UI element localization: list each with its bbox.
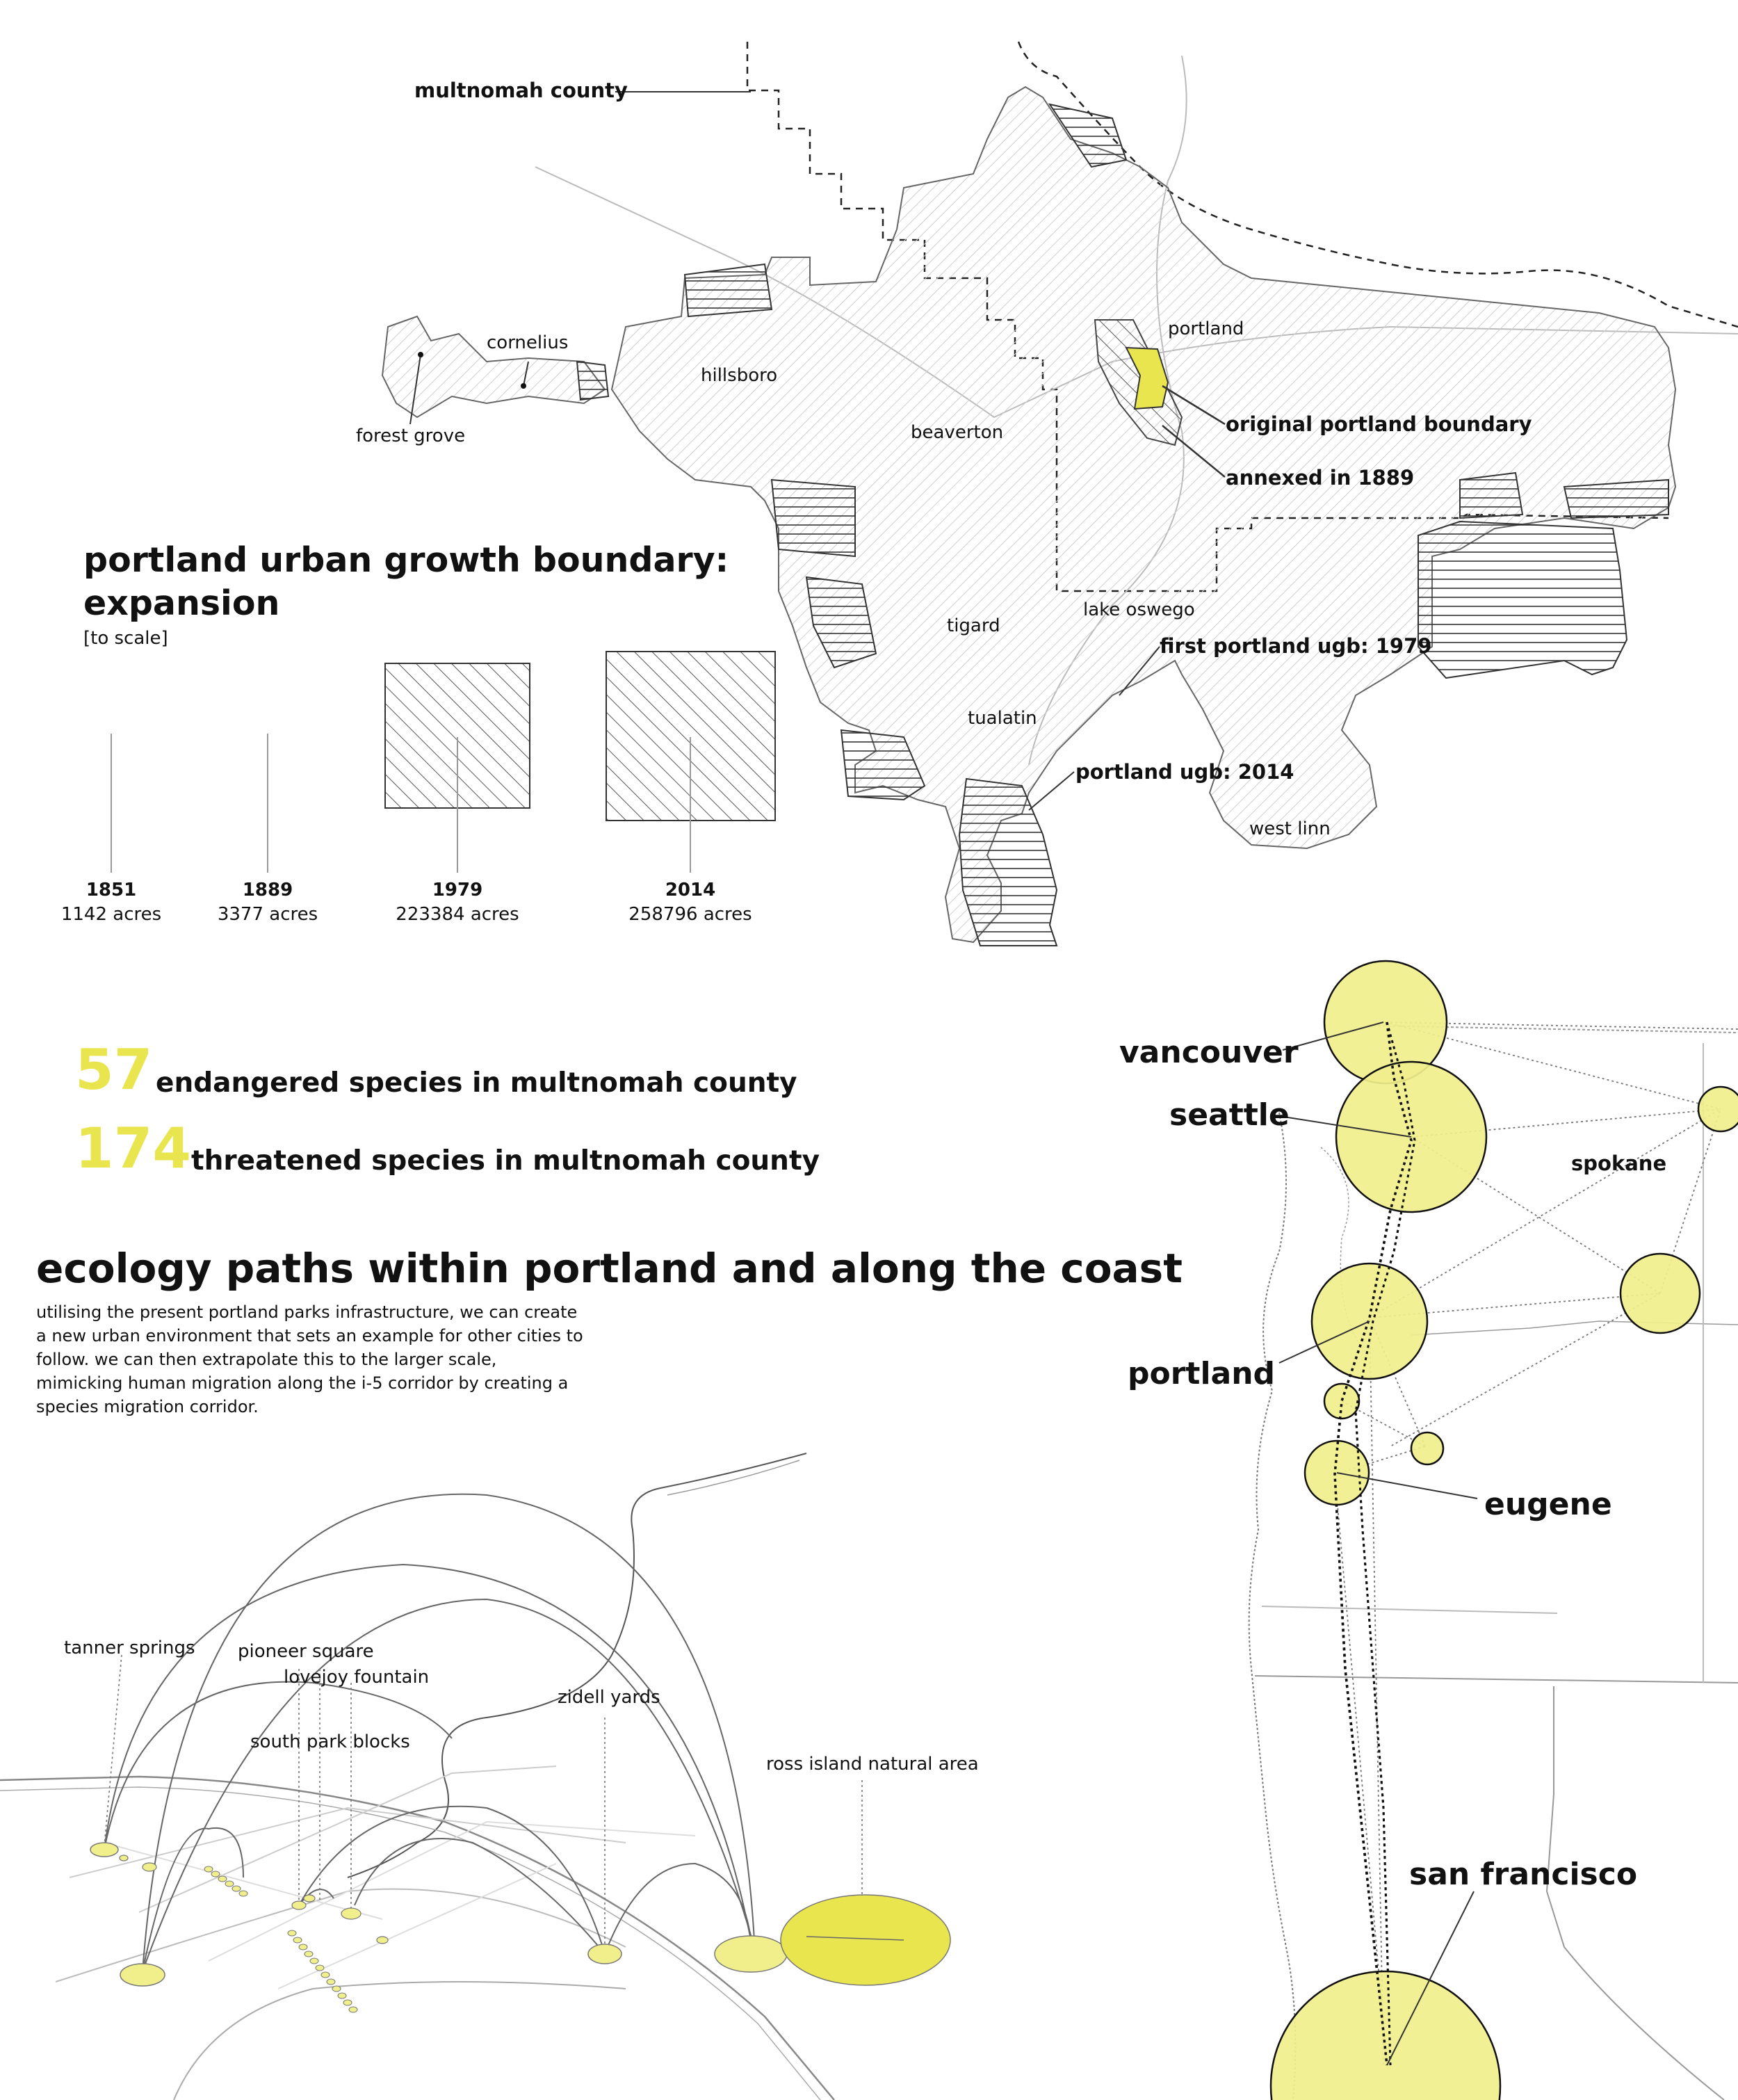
label-portland-city: portland <box>1128 1356 1276 1391</box>
label-portland-map: portland <box>1168 318 1244 339</box>
label-spokane: spokane <box>1571 1152 1667 1175</box>
label-lovejoy-fountain: lovejoy fountain <box>284 1667 430 1688</box>
year-1851: 1851 <box>86 880 137 900</box>
park-ross-island <box>780 1894 951 1986</box>
label-west-linn: west linn <box>1249 818 1331 839</box>
label-beaverton: beaverton <box>911 422 1004 443</box>
label-zidell-yards: zidell yards <box>558 1687 660 1708</box>
acres-2014: 258796 acres <box>628 904 752 925</box>
label-san-francisco: san francisco <box>1409 1857 1638 1892</box>
park-tanner-springs <box>90 1842 119 1857</box>
parks-network <box>0 1453 951 2100</box>
label-south-park-blocks: south park blocks <box>250 1731 410 1752</box>
label-eugene: eugene <box>1484 1487 1612 1522</box>
stat-endangered-text: endangered species in multnomah county <box>156 1067 797 1099</box>
label-cornelius: cornelius <box>487 332 569 353</box>
year-2014: 2014 <box>665 880 716 900</box>
label-annexed-1889: annexed in 1889 <box>1226 466 1415 490</box>
label-pioneer-square: pioneer square <box>238 1641 374 1662</box>
stat-threatened-number: 174 <box>75 1116 191 1181</box>
label-forest-grove: forest grove <box>356 426 466 446</box>
label-original-portland-boundary: original portland boundary <box>1226 412 1532 436</box>
expansion-title-line1: portland urban growth boundary: <box>83 540 729 580</box>
original-portland-boundary <box>1125 346 1169 410</box>
year-1979: 1979 <box>432 880 483 900</box>
label-tanner-springs: tanner springs <box>64 1638 195 1658</box>
ecology-title: ecology paths within portland and along … <box>36 1245 1183 1292</box>
coast-map <box>1248 960 1738 2100</box>
expansion-to-scale <box>111 651 776 873</box>
label-tigard: tigard <box>947 615 1000 636</box>
ugb-map <box>381 41 1738 946</box>
acres-1851: 1142 acres <box>60 904 162 925</box>
label-ross-island: ross island natural area <box>766 1754 979 1775</box>
circle-san-francisco <box>1269 1970 1502 2100</box>
ecology-paragraph: utilising the present portland parks inf… <box>36 1302 583 1416</box>
expansion-title-line2: expansion <box>83 583 280 623</box>
expansion-subtitle: [to scale] <box>83 628 168 649</box>
label-tualatin: tualatin <box>968 708 1037 729</box>
label-vancouver: vancouver <box>1119 1035 1299 1070</box>
label-hillsboro: hillsboro <box>701 365 778 386</box>
park-lovejoy-fountain <box>341 1907 362 1920</box>
circle-spokane <box>1697 1085 1738 1133</box>
label-multnomah-county: multnomah county <box>414 79 628 102</box>
park-south-park-blocks <box>204 1866 358 2013</box>
stat-threatened-text: threatened species in multnomah county <box>191 1145 820 1177</box>
acres-1979: 223384 acres <box>396 904 519 925</box>
expansion-south <box>958 777 1058 946</box>
label-lake-oswego: lake oswego <box>1083 599 1195 620</box>
park-pioneer-square <box>291 1900 307 1910</box>
label-seattle: seattle <box>1169 1097 1290 1133</box>
expansion-east <box>1418 520 1628 679</box>
acres-1889: 3377 acres <box>217 904 318 925</box>
park-zidell-yards <box>587 1944 622 1964</box>
stat-endangered-number: 57 <box>75 1037 153 1102</box>
year-1889: 1889 <box>242 880 293 900</box>
label-first-ugb-1979: first portland ugb: 1979 <box>1160 634 1432 658</box>
label-ugb-2014: portland ugb: 2014 <box>1075 760 1294 784</box>
